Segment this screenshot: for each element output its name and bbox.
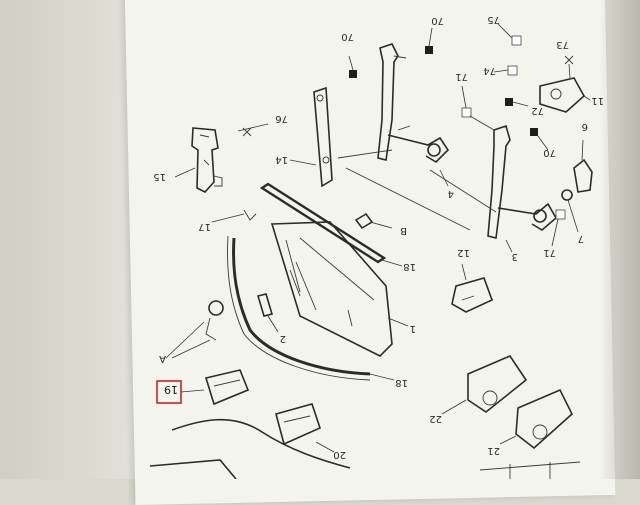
label-b: B: [400, 225, 407, 236]
leader-19: [180, 389, 205, 393]
leader-7: [567, 199, 579, 233]
label-11: 11: [591, 95, 604, 106]
page-shadow: [600, 0, 640, 479]
leader-15: [174, 167, 196, 178]
label-72: 72: [531, 105, 544, 116]
label-19: 19: [164, 383, 178, 396]
cross-76: [242, 127, 252, 137]
leader-4: [439, 169, 449, 187]
label-76: 76: [275, 113, 288, 124]
part-21-switch[interactable]: [515, 388, 573, 450]
label-a: A: [159, 353, 166, 364]
leader-21: [499, 435, 517, 445]
leader-3: [505, 239, 513, 253]
part-14-rail[interactable]: [313, 86, 333, 188]
label-71b: 71: [543, 247, 556, 258]
part-2-clip[interactable]: [256, 293, 274, 317]
leader-20: [315, 441, 335, 453]
group-lines: [337, 115, 497, 231]
label-15: 15: [153, 171, 166, 182]
cross-73: [564, 55, 574, 65]
leader-70c: [537, 135, 549, 151]
harness-bracket: [149, 459, 237, 479]
square-70a: [349, 70, 357, 78]
label-71a: 71: [455, 71, 468, 82]
leader-2: [267, 315, 279, 333]
label-4: 4: [448, 188, 454, 199]
part-1-glass[interactable]: [270, 221, 393, 357]
label-75: 75: [487, 14, 500, 25]
leader-72: [512, 101, 529, 107]
leader-71b: [551, 218, 559, 247]
part-4-regulator[interactable]: [377, 43, 450, 164]
label-17: 17: [198, 221, 211, 232]
table-fragment: [479, 461, 581, 479]
leader-17: [211, 213, 245, 223]
square-72: [505, 98, 513, 106]
part-b-screw[interactable]: [354, 212, 393, 230]
part-18-seal[interactable]: [227, 235, 371, 381]
parts-diagram: 15 76 14 70 70 70 4 71 75 74 73 72: [149, 14, 604, 479]
leader-18b: [369, 373, 395, 381]
label-70b: 70: [431, 15, 444, 26]
part-6-clip[interactable]: [573, 158, 593, 193]
leader-70a: [348, 55, 354, 71]
square-75: [511, 35, 522, 46]
label-70a: 70: [341, 31, 354, 42]
square-70c: [530, 128, 538, 136]
label-3: 3: [512, 251, 518, 262]
leader-11: [583, 95, 591, 101]
leader-73: [568, 63, 571, 79]
label-1: 1: [410, 323, 416, 334]
leader-71a: [461, 85, 467, 109]
label-21: 21: [487, 445, 500, 456]
square-74: [507, 65, 518, 76]
label-22: 22: [429, 413, 442, 424]
part-19-connector[interactable]: [204, 369, 250, 406]
part-18-strip[interactable]: [259, 182, 387, 264]
square-71a: [461, 107, 472, 118]
leader-12: [461, 263, 467, 281]
label-6: 6: [582, 121, 588, 132]
part-a-bushing[interactable]: [205, 300, 224, 341]
wire-harness: [171, 418, 351, 469]
label-7: 7: [578, 233, 584, 244]
label-20: 20: [333, 449, 346, 460]
background-margin: [0, 0, 140, 479]
label-18b: 18: [395, 377, 408, 388]
leader-1: [387, 317, 409, 327]
leader-6: [581, 139, 584, 161]
leader-18a: [381, 259, 403, 267]
part-15-bracket[interactable]: [191, 127, 223, 193]
label-74: 74: [483, 65, 496, 76]
square-70b: [425, 46, 433, 54]
part-7-washer[interactable]: [561, 189, 573, 201]
part-17-tab: [243, 209, 257, 221]
leader-75: [497, 23, 513, 39]
leader-14: [289, 159, 317, 166]
part-12-switch[interactable]: [451, 277, 494, 313]
square-71b: [555, 209, 566, 220]
leader-74: [493, 69, 509, 73]
label-18a: 18: [403, 261, 416, 272]
leader-22: [441, 399, 467, 415]
leader-70b: [428, 27, 433, 47]
label-2: 2: [280, 333, 286, 344]
leader-a: [165, 321, 211, 359]
part-22-switch[interactable]: [467, 355, 528, 413]
part-20-connector[interactable]: [275, 403, 321, 446]
label-73: 73: [556, 39, 569, 50]
leader-76: [237, 123, 269, 132]
label-70c: 70: [543, 147, 556, 158]
part-11-motor[interactable]: [539, 77, 586, 113]
label-12: 12: [457, 247, 470, 258]
label-14: 14: [275, 154, 288, 165]
part-3-regulator[interactable]: [487, 124, 558, 239]
